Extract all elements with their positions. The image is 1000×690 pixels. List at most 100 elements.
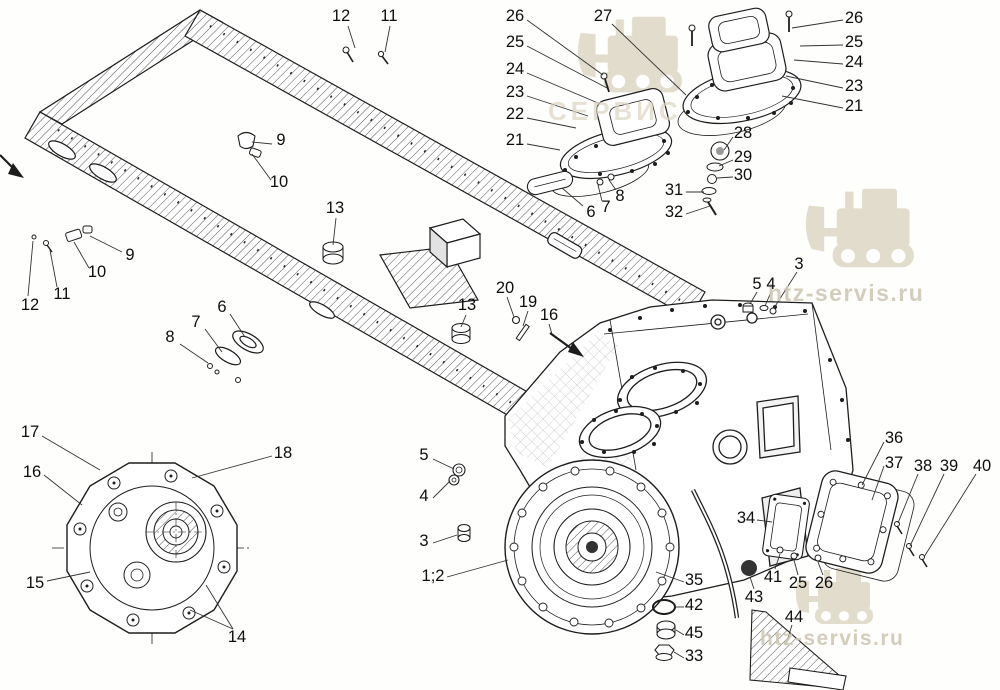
side-cover-big bbox=[805, 470, 899, 574]
small-plate-right bbox=[526, 170, 574, 196]
callout-10-left: 10 bbox=[87, 262, 107, 281]
callout-11-left: 11 bbox=[53, 284, 71, 303]
middle-bracket bbox=[379, 218, 482, 309]
plug-33 bbox=[654, 644, 675, 661]
callout-32: 32 bbox=[664, 202, 684, 221]
callout-25-left: 25 bbox=[505, 32, 525, 51]
callout-28: 28 bbox=[733, 123, 753, 142]
leader-lines bbox=[27, 19, 977, 659]
callout-16-top: 16 bbox=[539, 305, 559, 324]
callout-26-left: 26 bbox=[505, 6, 525, 25]
seal-ring bbox=[652, 599, 676, 615]
callout-24-left: 24 bbox=[505, 59, 525, 78]
callout-17: 17 bbox=[20, 422, 40, 441]
callout-4-right: 4 bbox=[766, 274, 776, 293]
callout-22: 22 bbox=[505, 104, 525, 123]
callout-23-left: 23 bbox=[505, 82, 525, 101]
callout-44: 44 bbox=[784, 607, 804, 626]
callout-7-right: 7 bbox=[601, 197, 611, 216]
main-frame bbox=[24, 9, 706, 429]
bolt-3-left bbox=[457, 523, 471, 543]
hatch-cover-top bbox=[708, 7, 770, 53]
callout-14: 14 bbox=[227, 627, 247, 646]
callout-31: 31 bbox=[664, 180, 684, 199]
watermark-site-right: htz-servis.ru bbox=[768, 280, 925, 306]
callout-27: 27 bbox=[593, 6, 613, 25]
callout-8-left: 8 bbox=[165, 327, 175, 346]
callout-1-2: 1;2 bbox=[421, 566, 445, 585]
callout-42: 42 bbox=[684, 595, 704, 614]
callout-21-right: 21 bbox=[844, 96, 864, 115]
callout-21-left: 21 bbox=[505, 130, 525, 149]
cover-group-left bbox=[526, 72, 673, 197]
callout-30: 30 bbox=[733, 165, 753, 184]
callout-34: 34 bbox=[736, 508, 756, 527]
callout-12-left: 12 bbox=[20, 295, 40, 314]
bulldozer-logo-right bbox=[805, 188, 914, 268]
watermark-site-bottom: htz-servis.ru bbox=[760, 627, 905, 650]
side-gasket-frame bbox=[762, 493, 810, 561]
callout-12-top: 12 bbox=[331, 6, 351, 25]
callout-36: 36 bbox=[884, 428, 904, 447]
callout-6-right: 6 bbox=[586, 202, 596, 221]
flange-hub bbox=[145, 501, 207, 563]
side-cover-plates bbox=[741, 470, 928, 582]
bottom-bolts bbox=[776, 546, 822, 562]
callout-9-top: 9 bbox=[276, 130, 286, 149]
bushing-a bbox=[322, 241, 344, 265]
callout-16-left: 16 bbox=[22, 462, 42, 481]
callout-5-left: 5 bbox=[419, 445, 429, 464]
callout-29: 29 bbox=[733, 147, 753, 166]
cover-group-right bbox=[677, 7, 802, 136]
flywheel-housing bbox=[504, 459, 680, 635]
callout-9-left: 9 bbox=[125, 245, 135, 264]
callout-37: 37 bbox=[884, 453, 904, 472]
callout-41: 41 bbox=[763, 567, 783, 586]
callout-38: 38 bbox=[913, 456, 933, 475]
callout-19: 19 bbox=[518, 292, 538, 311]
callout-39: 39 bbox=[939, 456, 959, 475]
callout-25-bottom: 25 bbox=[788, 573, 808, 592]
callout-35: 35 bbox=[684, 570, 704, 589]
small-parts bbox=[0, 46, 777, 661]
callout-13-a: 13 bbox=[325, 198, 345, 217]
cover-screws-right bbox=[688, 10, 793, 46]
callout-8-right: 8 bbox=[615, 186, 625, 205]
callout-25-right: 25 bbox=[844, 32, 864, 51]
callout-26-right: 26 bbox=[844, 8, 864, 27]
callout-15: 15 bbox=[25, 573, 45, 592]
callout-10-top: 10 bbox=[269, 172, 289, 191]
callout-13-b: 13 bbox=[457, 295, 477, 314]
callout-26-bottom: 26 bbox=[814, 573, 834, 592]
top-flange-b bbox=[578, 405, 662, 459]
flange-bolt-holes bbox=[73, 469, 231, 627]
callout-6-left: 6 bbox=[217, 297, 227, 316]
callout-24-right: 24 bbox=[844, 52, 864, 71]
callout-5-right: 5 bbox=[752, 274, 762, 293]
knob-43 bbox=[741, 560, 757, 576]
callout-3-left: 3 bbox=[419, 531, 429, 550]
callout-45: 45 bbox=[684, 623, 704, 642]
bushing-b bbox=[451, 322, 471, 345]
hatch-cover-left bbox=[595, 87, 671, 147]
watermark-cyrillic: СЕРВИС bbox=[548, 96, 682, 126]
support-bracket bbox=[749, 609, 847, 690]
rail-plate bbox=[547, 232, 583, 259]
callout-11-top: 11 bbox=[380, 6, 398, 25]
callout-43: 43 bbox=[744, 587, 764, 606]
flywheel-bolt-circle bbox=[509, 466, 675, 628]
callout-33: 33 bbox=[684, 646, 704, 665]
bulldozer-logo-bottom bbox=[795, 568, 873, 624]
callout-3-right: 3 bbox=[794, 254, 804, 273]
callout-18: 18 bbox=[273, 443, 293, 462]
callout-20: 20 bbox=[495, 278, 515, 297]
breather-parts bbox=[701, 141, 730, 216]
flange-detail-view bbox=[52, 452, 252, 645]
housing-round-port bbox=[712, 429, 748, 465]
top-flange-a bbox=[616, 361, 708, 419]
callout-40: 40 bbox=[972, 456, 992, 475]
callout-4-left: 4 bbox=[419, 486, 429, 505]
cap-45 bbox=[656, 620, 676, 640]
